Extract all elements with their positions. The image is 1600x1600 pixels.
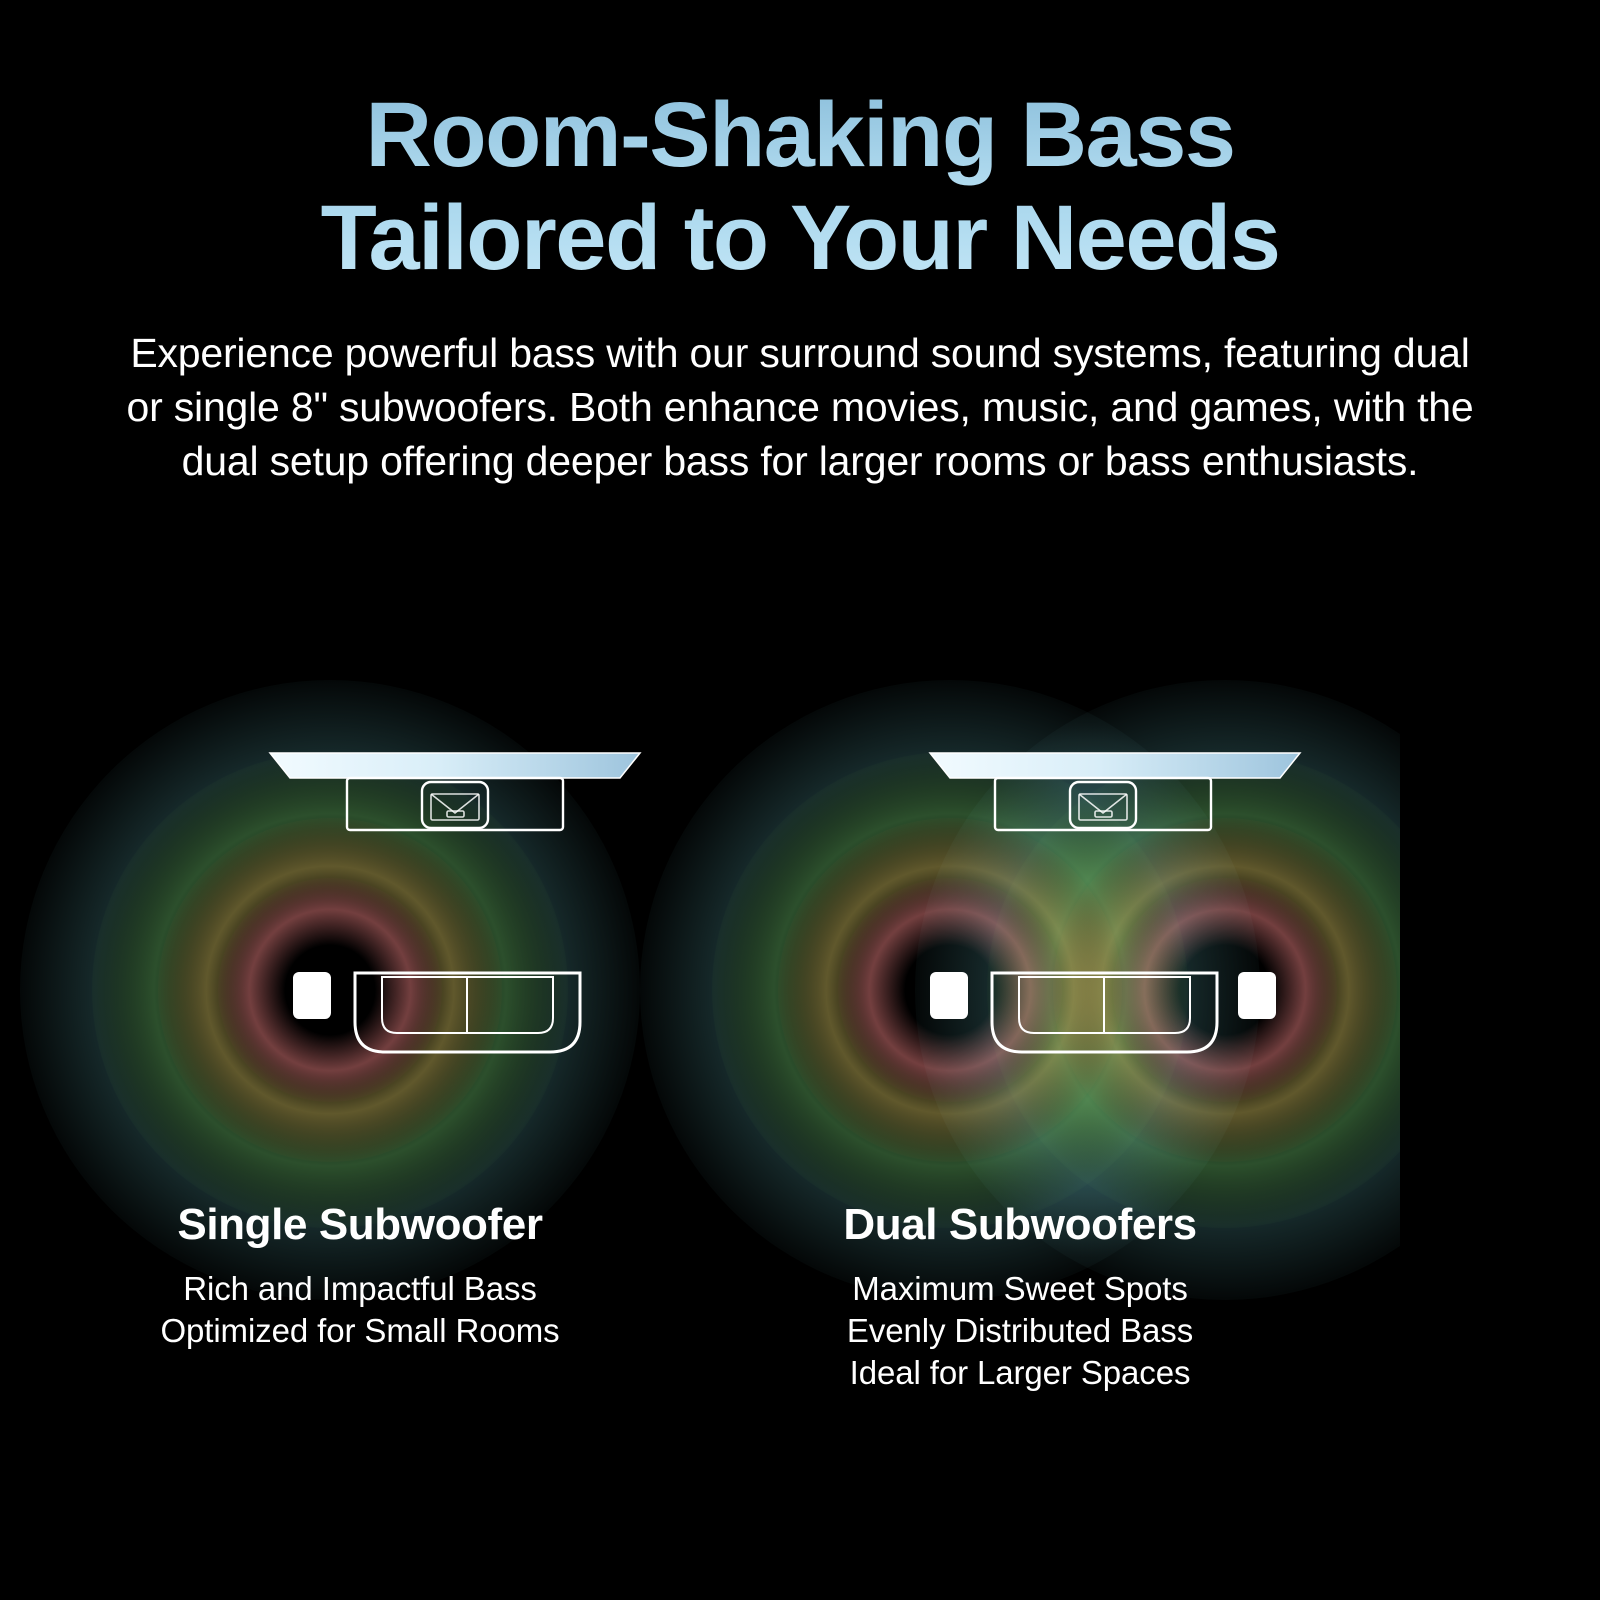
page-title: Room-Shaking Bass Tailored to Your Needs bbox=[100, 84, 1500, 290]
media-console bbox=[345, 776, 565, 832]
sofa-top-view bbox=[353, 971, 582, 1054]
diagram-dual-subwoofers bbox=[640, 660, 1400, 1380]
caption-title: Dual Subwoofers bbox=[843, 1200, 1197, 1249]
caption-bullet: Evenly Distributed Bass bbox=[846, 1312, 1194, 1350]
caption-title: Single Subwoofer bbox=[177, 1200, 543, 1249]
subcopy: Experience powerful bass with our surrou… bbox=[126, 330, 1474, 485]
diagram-single-subwoofer bbox=[0, 660, 740, 1380]
media-console bbox=[993, 776, 1213, 832]
subwoofer bbox=[293, 972, 331, 1019]
caption-single-subwoofer: Single Subwoofer Rich and Impactful Bass… bbox=[0, 1200, 740, 1352]
subwoofer-left bbox=[930, 972, 968, 1019]
caption-bullet: Optimized for Small Rooms bbox=[160, 1312, 560, 1350]
caption-bullet: Maximum Sweet Spots bbox=[852, 1270, 1188, 1307]
caption-bullet: Ideal for Larger Spaces bbox=[849, 1354, 1191, 1392]
headline-line-2: Tailored to Your Needs bbox=[100, 187, 1500, 290]
caption-dual-subwoofers: Dual Subwoofers Maximum Sweet Spots Even… bbox=[640, 1200, 1400, 1395]
wave-ring-maroon bbox=[1113, 878, 1337, 1102]
caption-area: Single Subwoofer Rich and Impactful Bass… bbox=[0, 1200, 1600, 1460]
center-speaker-icon bbox=[1068, 780, 1138, 830]
diagram-area bbox=[0, 660, 1600, 1380]
tv-top-view bbox=[268, 752, 642, 779]
caption-bullet-list: Maximum Sweet Spots Evenly Distributed B… bbox=[640, 1268, 1400, 1395]
sound-wave-rings-right-sub bbox=[915, 680, 1400, 1300]
caption-bullet-list: Rich and Impactful Bass Optimized for Sm… bbox=[0, 1268, 740, 1352]
sofa-top-view bbox=[990, 971, 1219, 1054]
headline-line-1: Room-Shaking Bass bbox=[100, 84, 1500, 187]
center-speaker-icon bbox=[420, 780, 490, 830]
tv-top-view bbox=[928, 752, 1302, 779]
subwoofer-right bbox=[1238, 972, 1276, 1019]
header: Room-Shaking Bass Tailored to Your Needs… bbox=[0, 0, 1600, 488]
caption-bullet: Rich and Impactful Bass bbox=[183, 1270, 537, 1307]
